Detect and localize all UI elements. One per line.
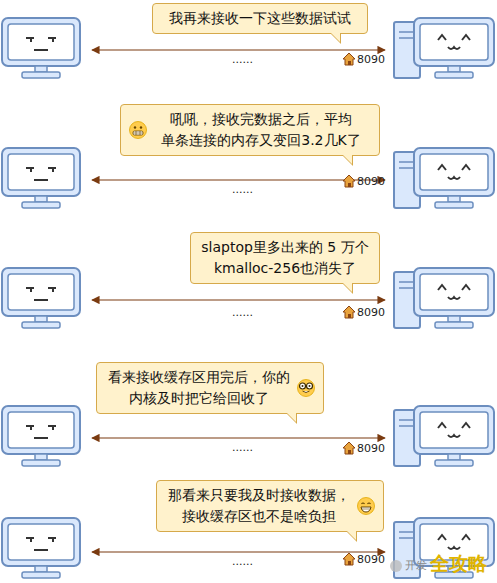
port-icon [343, 306, 355, 318]
emoji-icon [297, 379, 315, 397]
emoji-icon [129, 121, 147, 139]
port-label: ...... [232, 306, 253, 320]
emoji-icon [357, 497, 375, 515]
client-computer [2, 518, 80, 578]
bubble-text: 看来接收缓存区用完后，你的 内核及时把它给回收了 [105, 367, 293, 409]
speech-bubble: 那看来只要我及时接收数据， 接收缓存区也不是啥负担 [156, 480, 384, 532]
speech-bubble: 我再来接收一下这些数据试试 [152, 3, 368, 34]
connection-arrow [92, 437, 385, 438]
connection-arrow [92, 551, 385, 552]
server-computer [394, 18, 494, 78]
bubble-text: 那看来只要我及时接收数据， 接收缓存区也不是啥负担 [165, 485, 353, 527]
connection-arrow [92, 49, 385, 50]
bubble-text: 我再来接收一下这些数据试试 [161, 8, 359, 29]
port-label: ...... [232, 555, 253, 569]
port-label: 8090 [357, 442, 385, 456]
port-label: 8090 [357, 53, 385, 67]
server-computer [394, 148, 494, 208]
client-computer [2, 18, 80, 78]
client-computer [2, 406, 80, 466]
watermark-icon [390, 560, 402, 572]
port-label: ...... [232, 183, 253, 197]
speech-bubble: 吼吼，接收完数据之后，平均 单条连接的内存又变回3.2几K了 [120, 104, 380, 156]
port-icon [343, 175, 355, 187]
port-label: 8090 [357, 306, 385, 320]
client-computer [2, 148, 80, 208]
client-computer [2, 268, 80, 328]
watermark: 开发 [405, 558, 427, 573]
server-computer [394, 518, 494, 578]
port-label: ...... [232, 53, 253, 67]
watermark: 全攻略 [430, 552, 487, 575]
bubble-text: 吼吼，接收完数据之后，平均 单条连接的内存又变回3.2几K了 [151, 109, 371, 151]
bubble-text: slaptop里多出来的 5 万个 kmalloc-256也消失了 [199, 237, 371, 279]
port-icon [343, 53, 355, 65]
port-icon [343, 442, 355, 454]
port-icon [343, 553, 355, 565]
speech-bubble: slaptop里多出来的 5 万个 kmalloc-256也消失了 [190, 232, 380, 284]
port-label: 8090 [357, 175, 385, 189]
connection-arrow [92, 179, 385, 180]
server-computer [394, 406, 494, 466]
connection-arrow [92, 299, 385, 300]
server-computer [394, 268, 494, 328]
port-label: 8090 [357, 553, 385, 567]
speech-bubble: 看来接收缓存区用完后，你的 内核及时把它给回收了 [96, 362, 324, 414]
port-label: ...... [232, 441, 253, 455]
